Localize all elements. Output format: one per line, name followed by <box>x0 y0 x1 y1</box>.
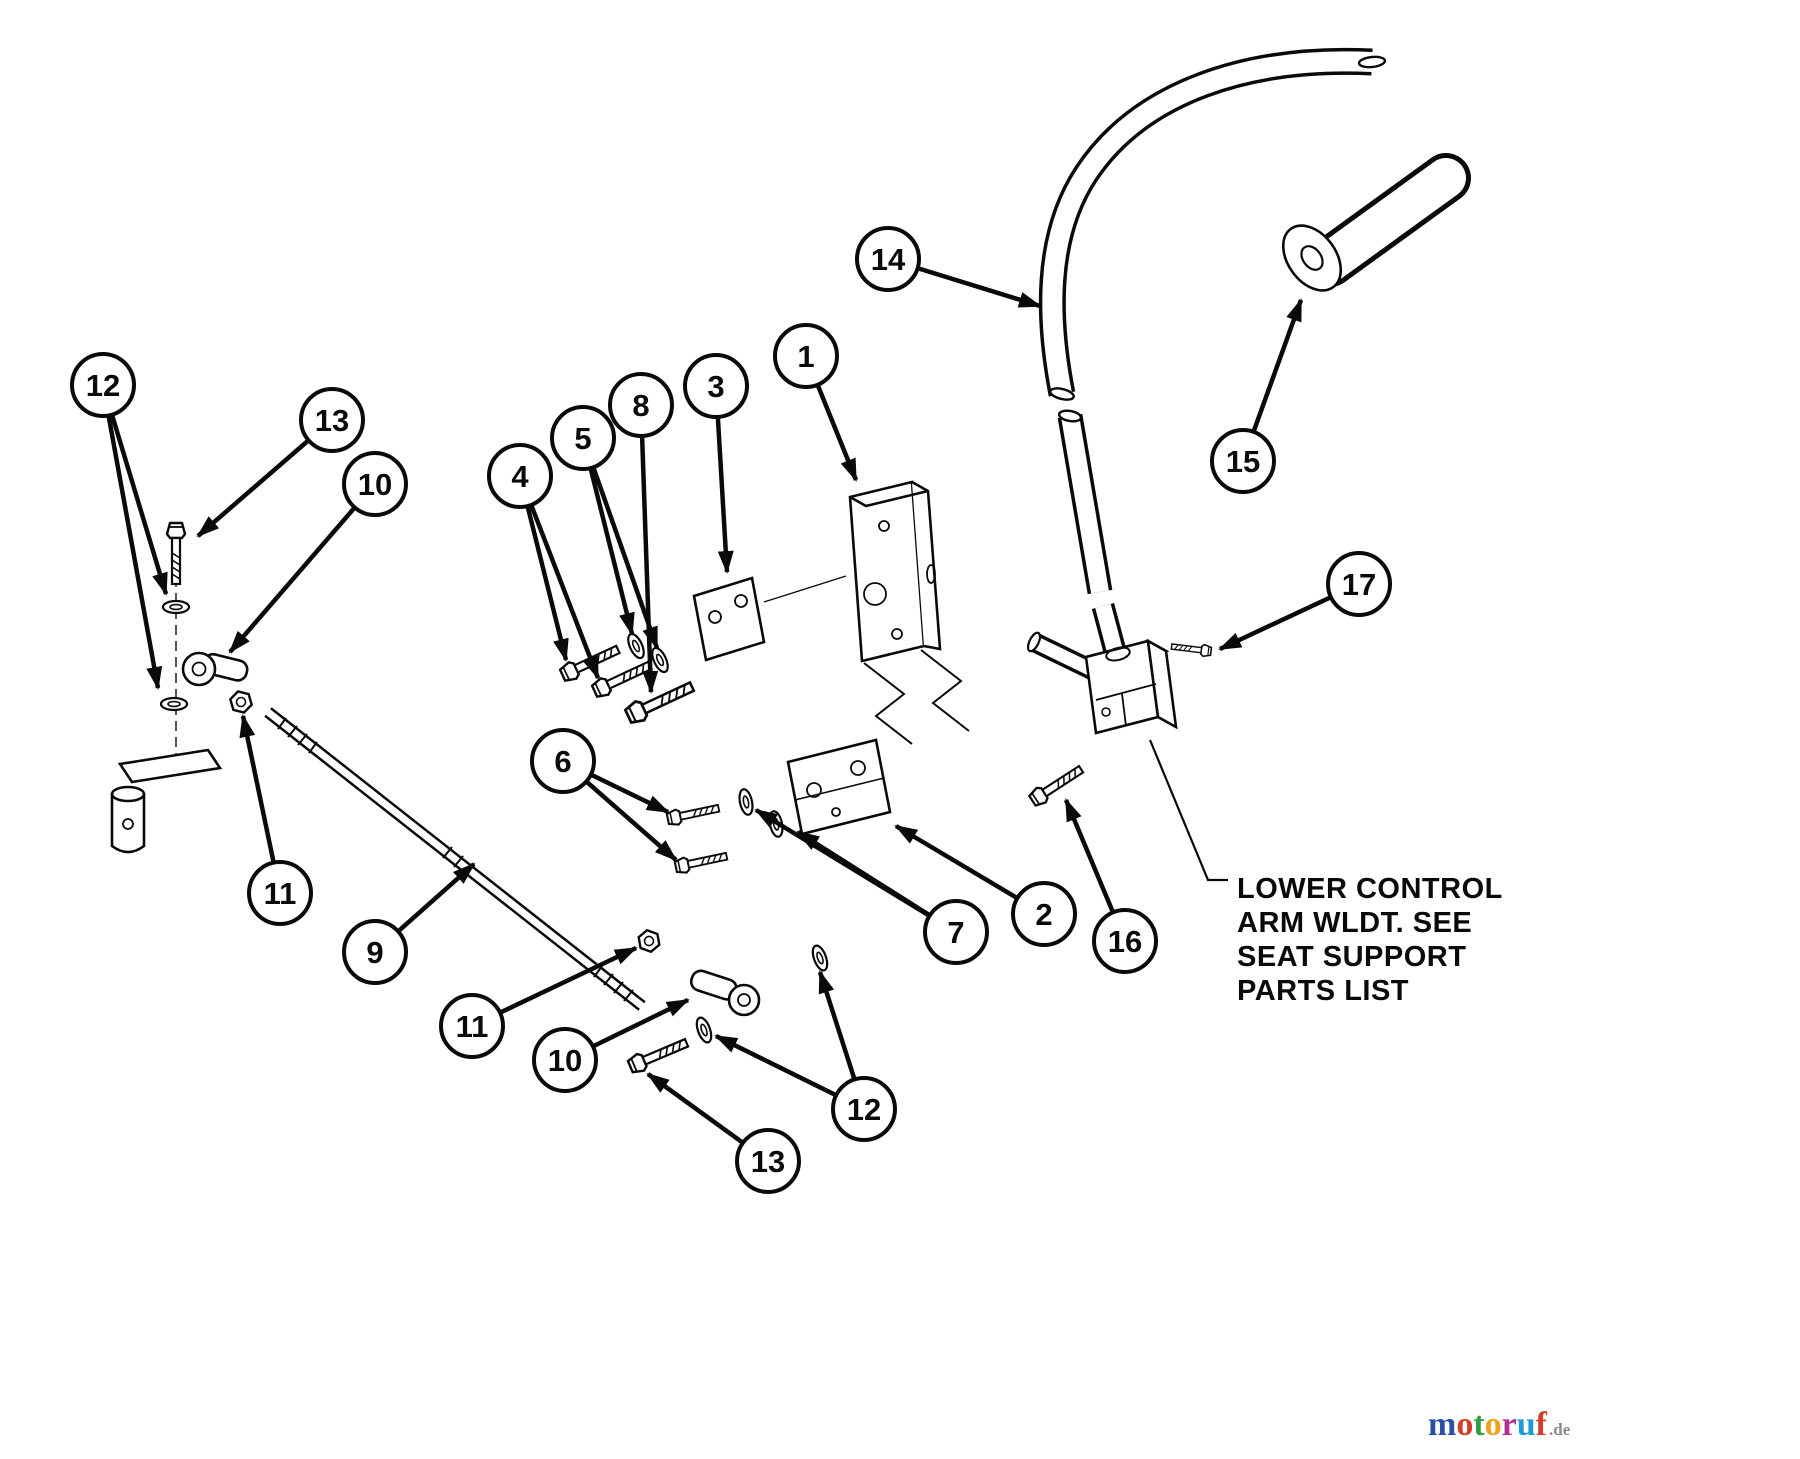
hex-bolt-long <box>622 675 698 728</box>
flat-washer <box>159 696 189 712</box>
mount-plate-assembly <box>557 480 970 876</box>
motoruf-logo[interactable]: motoruf.de <box>1428 1408 1570 1442</box>
callout-6: 6 <box>530 728 596 794</box>
callout-17: 17 <box>1326 551 1392 617</box>
mounting-plate-small <box>692 576 766 662</box>
logo-letter: o <box>1484 1406 1502 1443</box>
break-line <box>863 662 913 745</box>
hex-nut <box>226 688 256 716</box>
note-line-2: ARM WLDT. SEE <box>1237 907 1473 939</box>
hex-bolt <box>1026 760 1087 810</box>
callout-14: 14 <box>855 226 921 292</box>
tie-rod-end-upper <box>181 651 249 687</box>
logo-letter: m <box>1428 1406 1457 1443</box>
logo-letter: f <box>1535 1406 1547 1443</box>
callout-12-a: 12 <box>70 352 136 418</box>
break-line <box>920 649 970 732</box>
hex-bolt <box>625 1033 692 1077</box>
flat-washer <box>161 599 191 615</box>
callout-5: 5 <box>550 405 616 471</box>
note-line-4: PARTS LIST <box>1237 975 1410 1007</box>
set-screw <box>1170 639 1213 658</box>
callout-9: 9 <box>342 919 408 985</box>
note-leader-line <box>1148 739 1228 882</box>
callout-13-b: 13 <box>735 1128 801 1194</box>
flat-washer <box>692 1014 716 1046</box>
hex-nut <box>634 927 664 955</box>
pivot-bracket <box>110 748 223 854</box>
callout-12-b: 12 <box>831 1076 897 1142</box>
hex-bolt <box>589 656 655 701</box>
hex-screw <box>673 847 730 876</box>
callout-10-b: 10 <box>532 1027 598 1093</box>
hex-screw <box>665 799 722 828</box>
callout-16: 16 <box>1092 908 1158 974</box>
drag-link-rod <box>264 707 646 1011</box>
logo-suffix: .de <box>1549 1420 1571 1439</box>
callout-11-a: 11 <box>247 860 313 926</box>
note-lower-control-arm: LOWER CONTROL ARM WLDT. SEE SEAT SUPPORT… <box>1237 872 1503 1008</box>
note-line-3: SEAT SUPPORT <box>1237 941 1467 973</box>
lower-control-arm <box>1026 631 1228 882</box>
flat-washer <box>808 942 832 974</box>
logo-letter: o <box>1456 1406 1474 1443</box>
logo-letter: r <box>1501 1406 1517 1443</box>
hex-bolt <box>165 521 187 586</box>
callout-2: 2 <box>1011 881 1077 947</box>
note-line-1: LOWER CONTROL <box>1237 873 1503 905</box>
callout-4: 4 <box>487 443 553 509</box>
tie-rod-end-lower-assembly <box>625 927 832 1077</box>
flat-washer <box>623 630 649 662</box>
callout-13-a: 13 <box>299 387 365 453</box>
callout-1: 1 <box>773 323 839 389</box>
handlebar-tube <box>1038 47 1387 658</box>
callout-7: 7 <box>923 899 989 965</box>
lock-washer <box>736 786 756 818</box>
mounting-block <box>848 480 942 663</box>
handle-grip <box>1281 153 1471 292</box>
callout-15: 15 <box>1210 428 1276 494</box>
logo-letter: t <box>1473 1406 1485 1443</box>
logo-letter: u <box>1516 1406 1536 1443</box>
mounting-plate-large <box>786 738 892 836</box>
callout-3: 3 <box>683 353 749 419</box>
callout-11-b: 11 <box>439 993 505 1059</box>
callout-10-a: 10 <box>342 451 408 517</box>
steering-linkage-assembly <box>110 521 256 854</box>
callout-8: 8 <box>608 372 674 438</box>
